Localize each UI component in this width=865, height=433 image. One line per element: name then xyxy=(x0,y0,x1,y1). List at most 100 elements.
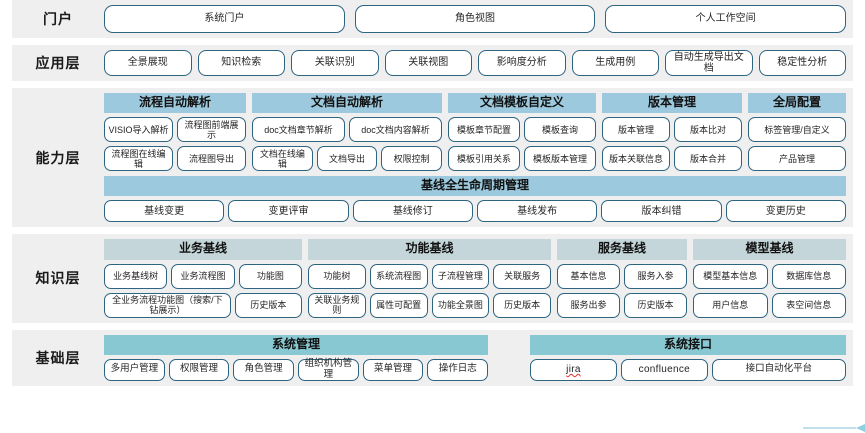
capability-item[interactable]: 流程图前端展示 xyxy=(177,117,246,143)
baseline-item[interactable]: 版本纠错 xyxy=(601,200,722,223)
baseline-item[interactable]: 变更历史 xyxy=(725,200,846,223)
foundation-item[interactable]: 多用户管理 xyxy=(104,358,165,381)
knowledge-item[interactable]: 历史版本 xyxy=(624,292,687,318)
capability-item[interactable]: 版本管理 xyxy=(602,117,670,143)
knowledge-group-0: 业务基线 业务基线树 业务流程图 功能图 全业务流程功能图（搜索/下钻展示） 历… xyxy=(104,239,302,318)
capability-row-2-0: 模板章节配置 模板查询 xyxy=(448,117,596,143)
foundation-group-1: 系统接口 jira confluence 接口自动化平台 xyxy=(530,334,846,381)
capability-row-1-0: doc文档章节解析 doc文档内容解析 xyxy=(252,117,442,143)
baseline-item[interactable]: 变更评审 xyxy=(228,200,349,223)
foundation-group-title-1: 系统接口 xyxy=(530,334,846,355)
capability-item[interactable]: 流程图在线编辑 xyxy=(104,146,173,172)
knowledge-row-0-0: 业务基线树 业务流程图 功能图 xyxy=(104,263,302,289)
foundation-item[interactable]: 角色管理 xyxy=(233,358,295,381)
capability-row-3-0: 版本管理 版本比对 xyxy=(602,117,742,143)
application-item-3[interactable]: 关联视图 xyxy=(384,50,472,76)
knowledge-item[interactable]: 子流程管理 xyxy=(431,263,490,289)
capability-item[interactable]: 版本比对 xyxy=(674,117,742,143)
capability-group-0: 流程自动解析 VISIO导入解析 流程图前端展示 流程图在线编辑 流程图导出 xyxy=(104,93,246,172)
layer-label-knowledge: 知识层 xyxy=(35,270,81,287)
baseline-item[interactable]: 基线变更 xyxy=(104,200,225,223)
capability-group-4: 全局配置 标签管理/自定义 产品管理 xyxy=(748,93,846,172)
knowledge-item[interactable]: 基本信息 xyxy=(557,263,620,289)
foundation-row-1: jira confluence 接口自动化平台 xyxy=(530,358,846,381)
capability-item[interactable]: 产品管理 xyxy=(748,146,846,172)
capability-item[interactable]: VISIO导入解析 xyxy=(104,117,173,143)
knowledge-item[interactable]: 表空间信息 xyxy=(771,292,846,318)
application-item-4[interactable]: 影响度分析 xyxy=(478,50,566,76)
capability-group-title-1: 文档自动解析 xyxy=(252,93,442,114)
capability-item[interactable]: 流程图导出 xyxy=(177,146,246,172)
knowledge-item[interactable]: 历史版本 xyxy=(234,292,302,318)
knowledge-item[interactable]: 功能树 xyxy=(308,263,366,289)
knowledge-item[interactable]: 关联服务 xyxy=(493,263,551,289)
capability-item[interactable]: 权限控制 xyxy=(381,146,443,172)
layer-knowledge: 知识层 业务基线 业务基线树 业务流程图 功能图 全业务流程功能图（搜索/下钻展… xyxy=(12,234,853,323)
application-item-0[interactable]: 全景展现 xyxy=(104,50,192,76)
knowledge-item[interactable]: 属性可配置 xyxy=(369,292,428,318)
layer-label-portal: 门户 xyxy=(43,11,73,27)
foundation-row-0: 多用户管理 权限管理 角色管理 组织机构管理 菜单管理 操作日志 xyxy=(104,358,489,381)
foundation-item-jira[interactable]: jira xyxy=(530,358,617,381)
knowledge-item[interactable]: 用户信息 xyxy=(693,292,768,318)
capability-item[interactable]: 文档在线编辑 xyxy=(252,146,313,172)
application-items: 全景展现 知识检索 关联识别 关联视图 影响度分析 生成用例 自动生成导出文档 … xyxy=(104,50,846,76)
capability-item[interactable]: 模板引用关系 xyxy=(448,146,520,172)
layer-label-application: 应用层 xyxy=(35,55,81,71)
layer-label-capability: 能力层 xyxy=(35,149,81,166)
baseline-item[interactable]: 基线修订 xyxy=(352,200,473,223)
knowledge-groups: 业务基线 业务基线树 业务流程图 功能图 全业务流程功能图（搜索/下钻展示） 历… xyxy=(104,239,846,318)
application-item-2[interactable]: 关联识别 xyxy=(291,50,379,76)
capability-item[interactable]: 标签管理/自定义 xyxy=(748,117,846,143)
portal-item-1[interactable]: 角色视图 xyxy=(354,5,596,33)
baseline-lifecycle-strip: 基线全生命周期管理 基线变更 变更评审 基线修订 基线发布 版本纠错 变更历史 xyxy=(104,176,846,223)
capability-group-2: 文档模板自定义 模板章节配置 模板查询 模板引用关系 模板版本管理 xyxy=(448,93,596,172)
capability-group-1: 文档自动解析 doc文档章节解析 doc文档内容解析 文档在线编辑 文档导出 权… xyxy=(252,93,443,172)
knowledge-item[interactable]: 服务入参 xyxy=(624,263,687,289)
knowledge-item[interactable]: 历史版本 xyxy=(493,292,551,318)
knowledge-group-title-0: 业务基线 xyxy=(104,239,302,260)
portal-item-2[interactable]: 个人工作空间 xyxy=(605,5,847,33)
foundation-groups: 系统管理 多用户管理 权限管理 角色管理 组织机构管理 菜单管理 操作日志 系统… xyxy=(104,334,846,381)
capability-item[interactable]: doc文档章节解析 xyxy=(252,117,345,143)
application-item-7[interactable]: 稳定性分析 xyxy=(758,50,846,76)
capability-item[interactable]: 模板查询 xyxy=(524,117,596,143)
capability-item[interactable]: 模板版本管理 xyxy=(524,146,596,172)
corner-arrow-icon xyxy=(803,424,865,432)
knowledge-item[interactable]: 业务流程图 xyxy=(171,263,235,289)
capability-item[interactable]: 版本关联信息 xyxy=(602,146,670,172)
capability-item[interactable]: doc文档内容解析 xyxy=(349,117,442,143)
application-item-1[interactable]: 知识检索 xyxy=(197,50,285,76)
knowledge-item[interactable]: 业务基线树 xyxy=(104,263,168,289)
foundation-item-api-platform[interactable]: 接口自动化平台 xyxy=(711,358,846,381)
foundation-body: 系统管理 多用户管理 权限管理 角色管理 组织机构管理 菜单管理 操作日志 系统… xyxy=(104,334,846,381)
layer-portal: 门户 系统门户 角色视图 个人工作空间 xyxy=(12,0,853,38)
capability-item[interactable]: 模板章节配置 xyxy=(448,117,520,143)
foundation-item[interactable]: 菜单管理 xyxy=(362,358,424,381)
layer-application: 应用层 全景展现 知识检索 关联识别 关联视图 影响度分析 生成用例 自动生成导… xyxy=(12,45,853,81)
knowledge-item[interactable]: 功能全景图 xyxy=(431,292,490,318)
foundation-item[interactable]: 操作日志 xyxy=(427,358,489,381)
knowledge-group-1: 功能基线 功能树 系统流程图 子流程管理 关联服务 关联业务规则 属性可配置 功… xyxy=(308,239,551,318)
capability-item[interactable]: 文档导出 xyxy=(316,146,378,172)
knowledge-item[interactable]: 数据库信息 xyxy=(771,263,846,289)
knowledge-group-title-1: 功能基线 xyxy=(308,239,551,260)
application-item-6[interactable]: 自动生成导出文档 xyxy=(665,50,753,76)
knowledge-group-3: 模型基线 模型基本信息 数据库信息 用户信息 表空间信息 xyxy=(693,239,846,318)
baseline-item[interactable]: 基线发布 xyxy=(476,200,598,223)
knowledge-item[interactable]: 服务出参 xyxy=(557,292,620,318)
knowledge-item[interactable]: 系统流程图 xyxy=(369,263,428,289)
foundation-item[interactable]: 组织机构管理 xyxy=(298,358,359,381)
knowledge-item[interactable]: 模型基本信息 xyxy=(693,263,768,289)
capability-item[interactable]: 版本合并 xyxy=(674,146,742,172)
portal-item-0[interactable]: 系统门户 xyxy=(104,5,345,33)
application-item-5[interactable]: 生成用例 xyxy=(571,50,659,76)
knowledge-row-3-0: 模型基本信息 数据库信息 xyxy=(693,263,846,289)
knowledge-item[interactable]: 全业务流程功能图（搜索/下钻展示） xyxy=(104,292,231,318)
knowledge-item[interactable]: 功能图 xyxy=(238,263,302,289)
foundation-item-confluence[interactable]: confluence xyxy=(620,358,708,381)
foundation-item[interactable]: 权限管理 xyxy=(168,358,230,381)
jira-label: jira xyxy=(566,364,581,376)
knowledge-item[interactable]: 关联业务规则 xyxy=(308,292,366,318)
